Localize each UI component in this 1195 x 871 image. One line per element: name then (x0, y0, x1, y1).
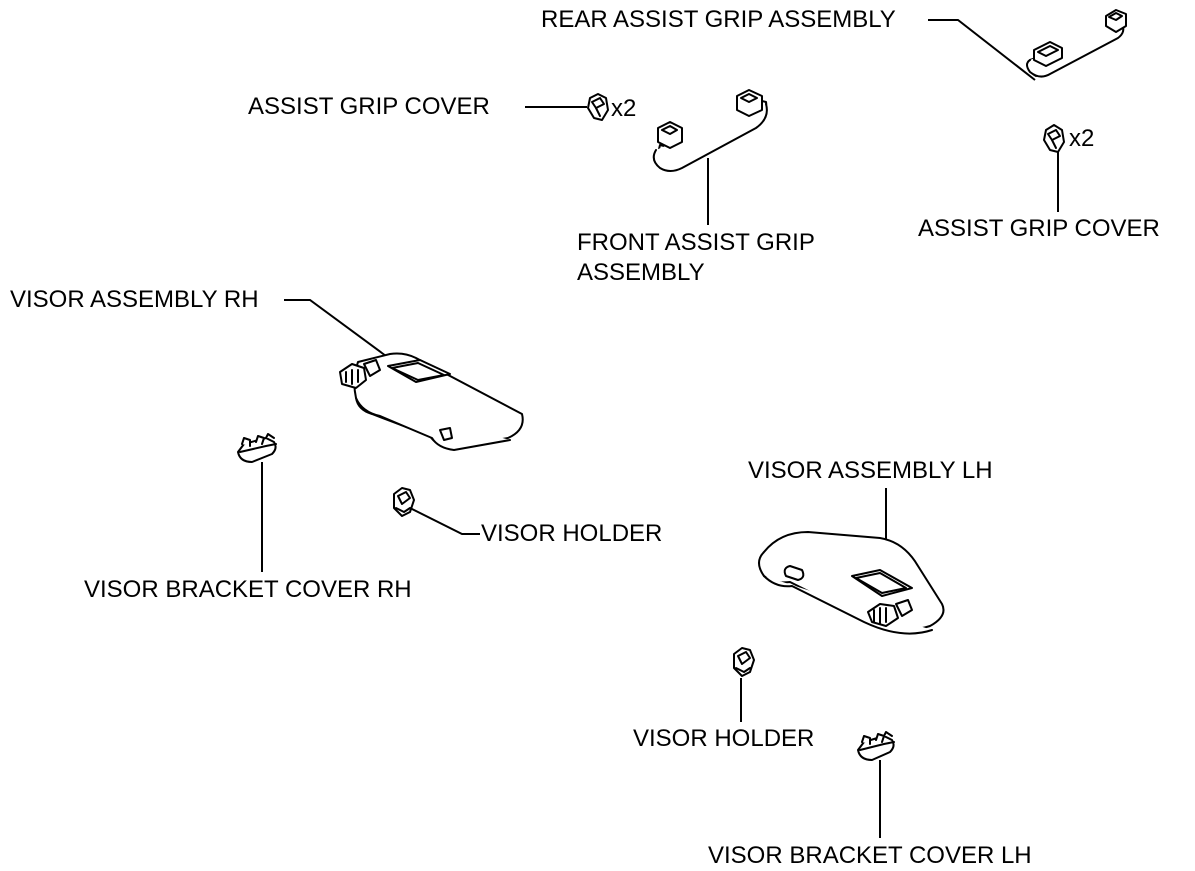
leader-rear-assist-grip (928, 19, 1036, 81)
leader-visor-holder-rh (409, 507, 480, 535)
visor-bracket-cover-rh (237, 433, 277, 463)
label-assist-grip-cover-right-qty: x2 (1069, 125, 1095, 152)
visor-holder-lh (733, 647, 755, 677)
label-assist-grip-cover-left-qty: x2 (611, 95, 637, 122)
label-front-assist-grip-line1: FRONT ASSIST GRIP (577, 229, 815, 256)
label-assist-grip-cover-right: ASSIST GRIP COVER (918, 215, 1160, 242)
label-assist-grip-cover-left: ASSIST GRIP COVER (248, 93, 490, 120)
label-rear-assist-grip-assembly: REAR ASSIST GRIP ASSEMBLY (541, 6, 896, 33)
label-visor-bracket-cover-lh: VISOR BRACKET COVER LH (708, 842, 1032, 869)
assist-grip-cover-right (1043, 124, 1065, 153)
assist-grip-cover-left (587, 93, 609, 121)
visor-assembly-rh (339, 352, 524, 451)
label-visor-assembly-rh: VISOR ASSEMBLY RH (10, 286, 259, 313)
visor-assembly-lh (758, 531, 945, 635)
label-visor-holder-rh: VISOR HOLDER (481, 520, 663, 547)
leader-lines (261, 19, 1059, 838)
label-front-assist-grip-line2: ASSEMBLY (577, 259, 705, 286)
front-assist-grip-assembly (652, 89, 768, 172)
visor-bracket-cover-lh (857, 731, 895, 761)
label-visor-holder-lh: VISOR HOLDER (633, 725, 815, 752)
label-visor-assembly-lh: VISOR ASSEMBLY LH (748, 457, 993, 484)
leader-visor-assembly-rh (284, 299, 387, 357)
label-visor-bracket-cover-rh: VISOR BRACKET COVER RH (84, 576, 412, 603)
visor-holder-rh (393, 487, 415, 517)
rear-assist-grip-assembly (1026, 9, 1127, 78)
